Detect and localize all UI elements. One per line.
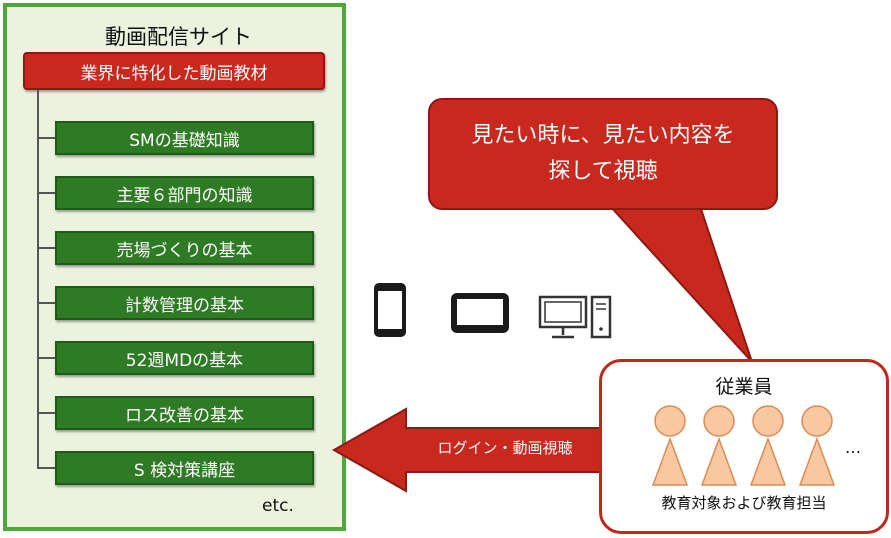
- course-sales-floor: 売場づくりの基本: [55, 231, 314, 265]
- course-loss-improvement: ロス改善の基本: [55, 396, 314, 430]
- more-people-ellipsis: …: [845, 438, 862, 457]
- tree-branch-line: [37, 357, 55, 359]
- site-title: 動画配信サイト: [105, 25, 252, 49]
- tree-branch-line: [37, 302, 55, 304]
- person-icon: [798, 405, 836, 486]
- arrow-label: ログイン・動画視聴: [437, 439, 573, 457]
- speech-bubble-line-1: 見たい時に、見たい内容を: [471, 123, 735, 148]
- course-52-week-md: 52週MDの基本: [55, 341, 314, 375]
- employee-caption: 教育対象および教育担当: [661, 494, 827, 512]
- tree-branch-line: [37, 137, 55, 139]
- tablet-icon: [451, 293, 509, 333]
- person-icon: [651, 405, 689, 486]
- employee-panel: 従業員 教育対象および教育担当: [599, 359, 889, 534]
- etc-label: etc.: [262, 496, 294, 516]
- tree-branch-line: [37, 467, 55, 469]
- tree-trunk-line: [37, 90, 39, 468]
- course-six-departments: 主要６部門の知識: [55, 176, 314, 210]
- person-icon: [749, 405, 787, 486]
- speech-bubble: 見たい時に、見たい内容を 探して視聴: [428, 98, 778, 210]
- course-numerical-management: 計数管理の基本: [55, 286, 314, 320]
- category-header: 業界に特化した動画教材: [23, 52, 325, 90]
- course-s-exam-prep: S 検対策講座: [55, 451, 314, 485]
- tree-branch-line: [37, 412, 55, 414]
- course-sm-basics: SMの基礎知識: [55, 121, 314, 155]
- video-site-panel: 動画配信サイト: [3, 3, 346, 531]
- person-icon: [700, 405, 738, 486]
- speech-bubble-joint: [611, 200, 699, 208]
- employee-title: 従業員: [715, 376, 773, 398]
- tree-branch-line: [37, 247, 55, 249]
- tree-branch-line: [37, 192, 55, 194]
- desktop-pc-icon: [538, 295, 612, 339]
- speech-bubble-line-2: 探して視聴: [548, 159, 658, 184]
- smartphone-icon: [374, 283, 406, 337]
